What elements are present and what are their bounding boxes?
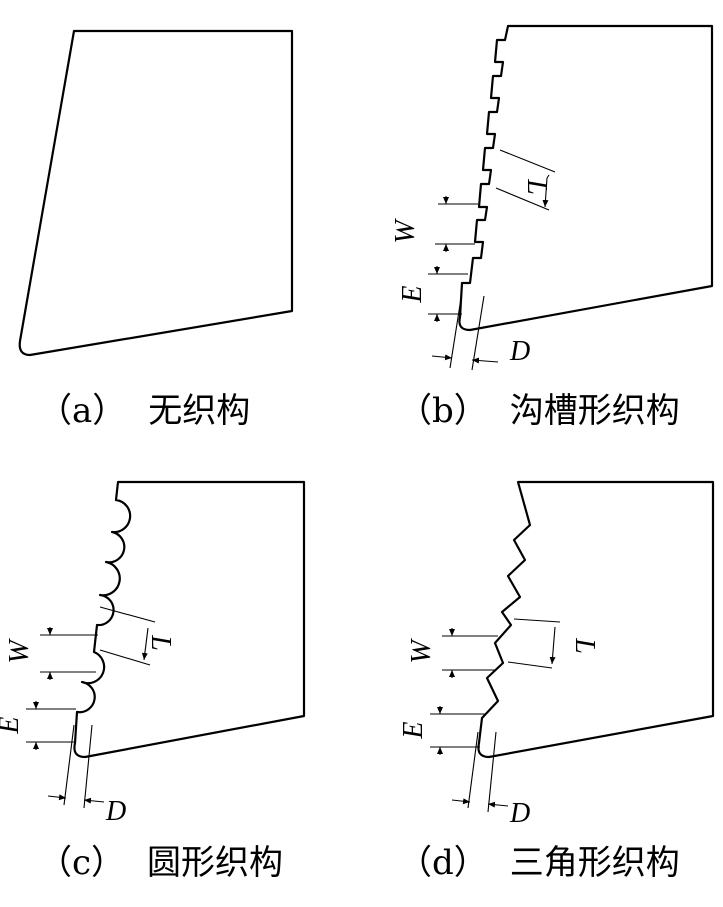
label-e-d: E bbox=[398, 721, 429, 739]
caption-label-c: （c） bbox=[38, 843, 126, 883]
dimension-w-c bbox=[40, 627, 98, 680]
tool-outline-a bbox=[18, 29, 294, 357]
caption-panel-b: （b） 沟槽形织构 bbox=[398, 394, 680, 428]
panel-b-tool: W E L D bbox=[390, 24, 714, 371]
panel-c-tool: W E L D bbox=[0, 480, 306, 827]
label-e-c: E bbox=[0, 716, 25, 734]
caption-panel-c: （c） 圆形织构 bbox=[38, 846, 283, 880]
label-d-d: D bbox=[509, 798, 530, 829]
label-w-b: W bbox=[390, 218, 421, 244]
tool-outline-c bbox=[73, 480, 306, 759]
dimension-w-d bbox=[442, 628, 498, 678]
caption-panel-a: （a） 无织构 bbox=[38, 394, 250, 428]
tool-outline-d bbox=[477, 480, 715, 759]
label-e-b: E bbox=[397, 285, 428, 303]
label-d-b: D bbox=[509, 336, 530, 367]
caption-title-b: 沟槽形织构 bbox=[509, 391, 680, 431]
panel-a-tool bbox=[18, 29, 294, 357]
label-w-c: W bbox=[4, 638, 35, 664]
dimension-e-d bbox=[430, 706, 486, 755]
dimension-l-b bbox=[495, 149, 556, 211]
label-d-c: D bbox=[105, 796, 126, 827]
dimension-e-b bbox=[428, 266, 468, 322]
dimension-d-b bbox=[431, 291, 499, 371]
panel-d-tool: W E L D bbox=[398, 480, 715, 829]
dimension-w-b bbox=[435, 196, 478, 252]
dimension-e-c bbox=[26, 701, 76, 750]
caption-title-c: 圆形织构 bbox=[147, 843, 284, 883]
caption-panel-d: （d） 三角形织构 bbox=[398, 846, 680, 880]
caption-label-a: （a） bbox=[38, 391, 127, 431]
label-l-b: L bbox=[521, 178, 552, 195]
label-l-c: L bbox=[145, 634, 176, 651]
caption-label-b: （b） bbox=[398, 391, 488, 431]
caption-title-a: 无织构 bbox=[148, 391, 251, 431]
dimension-l-d bbox=[507, 618, 561, 669]
caption-title-d: 三角形织构 bbox=[509, 843, 680, 883]
caption-label-d: （d） bbox=[398, 843, 488, 883]
tool-outline-b bbox=[458, 24, 714, 332]
dimension-l-c bbox=[99, 606, 156, 666]
dimension-d-d bbox=[451, 731, 509, 813]
dimension-d-c bbox=[47, 724, 105, 809]
label-l-d: L bbox=[569, 637, 600, 654]
label-w-d: W bbox=[406, 638, 437, 664]
